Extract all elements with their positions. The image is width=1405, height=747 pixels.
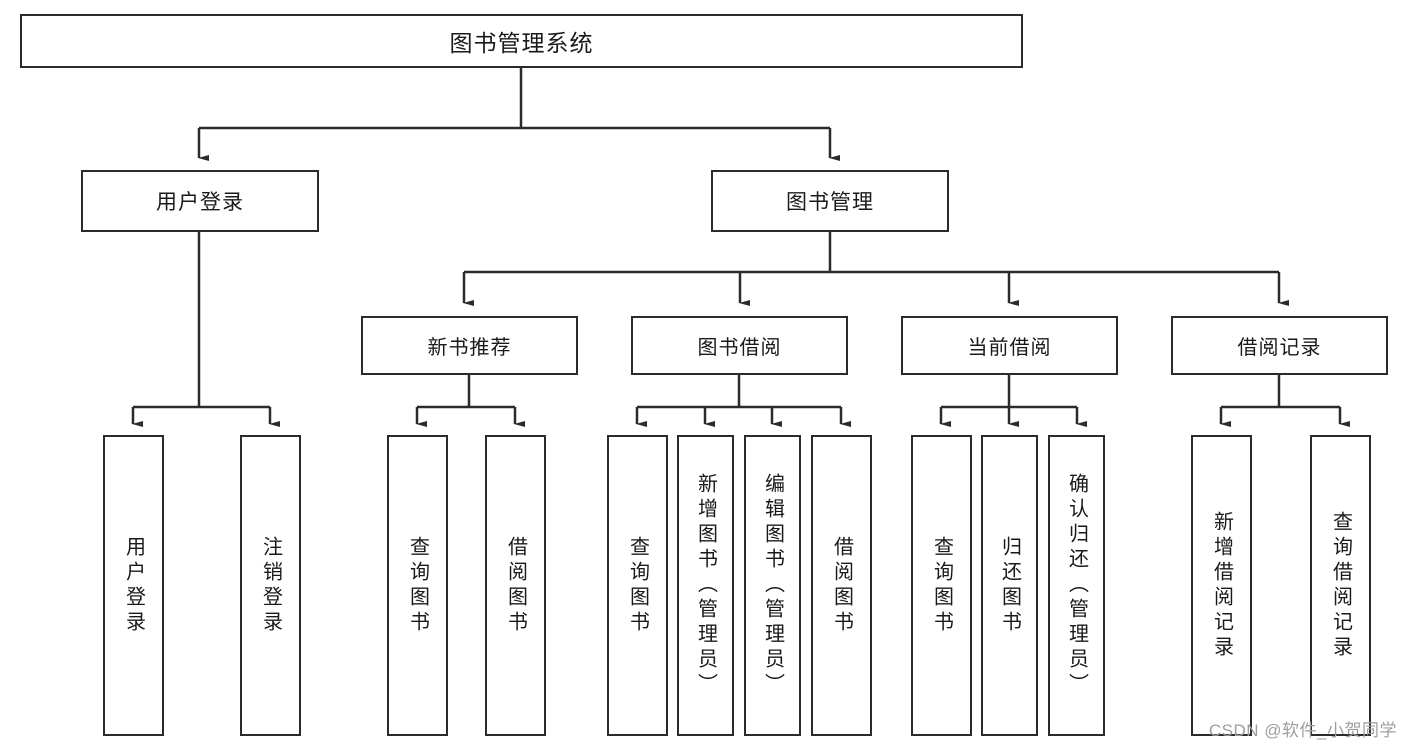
- leaf-query-borrow-record-label: 查询借阅记录: [1329, 510, 1352, 661]
- leaf-edit-book-admin-label: 编辑图书（管理员）: [761, 473, 784, 698]
- leaf-user-login-label: 用户登录: [122, 535, 145, 636]
- leaf-add-borrow-record[interactable]: 新增借阅记录: [1191, 435, 1252, 736]
- leaf-query-book-3-label: 查询图书: [930, 535, 953, 636]
- leaf-edit-book-admin[interactable]: 编辑图书（管理员）: [744, 435, 801, 736]
- leaf-query-book-1[interactable]: 查询图书: [387, 435, 448, 736]
- node-user-login-label: 用户登录: [156, 191, 244, 214]
- leaf-confirm-return-admin[interactable]: 确认归还（管理员）: [1048, 435, 1105, 736]
- node-new-book-recommend-label: 新书推荐: [427, 337, 512, 359]
- leaf-borrow-book-1-label: 借阅图书: [504, 535, 527, 636]
- node-current-borrow-label: 当前借阅: [967, 337, 1052, 359]
- leaf-confirm-return-admin-label: 确认归还（管理员）: [1065, 473, 1088, 698]
- leaf-logout-login-label: 注销登录: [259, 535, 282, 636]
- leaf-borrow-book-2[interactable]: 借阅图书: [811, 435, 872, 736]
- leaf-query-book-2[interactable]: 查询图书: [607, 435, 668, 736]
- node-user-login[interactable]: 用户登录: [81, 170, 319, 232]
- leaf-borrow-book-2-label: 借阅图书: [830, 535, 853, 636]
- leaf-query-book-1-label: 查询图书: [406, 535, 429, 636]
- node-book-management[interactable]: 图书管理: [711, 170, 949, 232]
- csdn-watermark: CSDN @软件_小贺同学: [1208, 721, 1397, 740]
- leaf-add-book-admin-label: 新增图书（管理员）: [694, 473, 717, 698]
- leaf-add-book-admin[interactable]: 新增图书（管理员）: [677, 435, 734, 736]
- node-root[interactable]: 图书管理系统: [20, 14, 1023, 68]
- node-borrow-record-label: 借阅记录: [1237, 337, 1322, 359]
- node-borrow-record[interactable]: 借阅记录: [1171, 316, 1388, 375]
- leaf-query-borrow-record[interactable]: 查询借阅记录: [1310, 435, 1371, 736]
- node-book-management-label: 图书管理: [786, 191, 874, 214]
- leaf-borrow-book-1[interactable]: 借阅图书: [485, 435, 546, 736]
- leaf-return-book-label: 归还图书: [998, 535, 1021, 636]
- node-book-borrow[interactable]: 图书借阅: [631, 316, 848, 375]
- node-book-borrow-label: 图书借阅: [697, 337, 782, 359]
- leaf-query-book-3[interactable]: 查询图书: [911, 435, 972, 736]
- leaf-add-borrow-record-label: 新增借阅记录: [1210, 510, 1233, 661]
- node-new-book-recommend[interactable]: 新书推荐: [361, 316, 578, 375]
- node-current-borrow[interactable]: 当前借阅: [901, 316, 1118, 375]
- leaf-query-book-2-label: 查询图书: [626, 535, 649, 636]
- node-root-label: 图书管理系统: [449, 30, 594, 56]
- leaf-logout-login[interactable]: 注销登录: [240, 435, 301, 736]
- leaf-return-book[interactable]: 归还图书: [981, 435, 1038, 736]
- leaf-user-login[interactable]: 用户登录: [103, 435, 164, 736]
